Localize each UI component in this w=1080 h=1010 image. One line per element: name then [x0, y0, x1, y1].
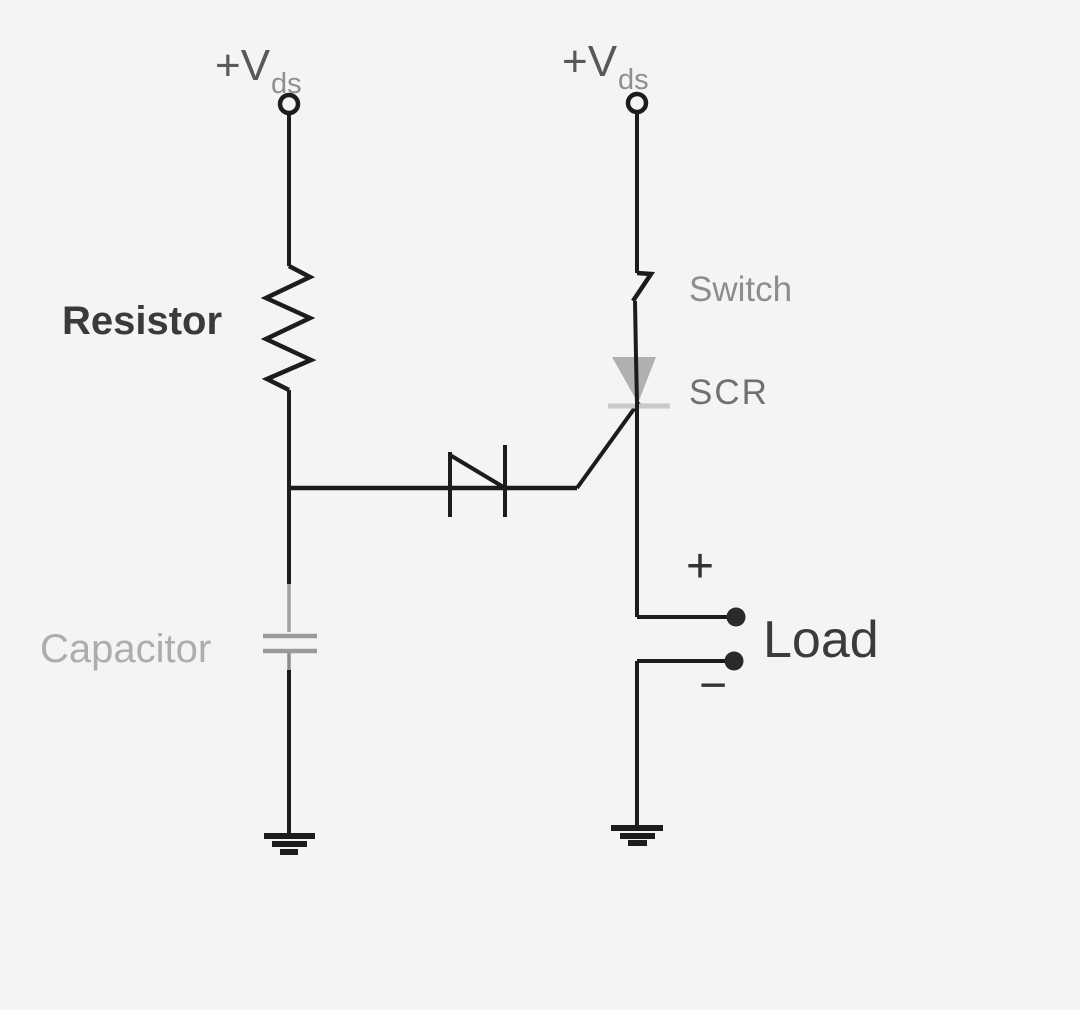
capacitor-label: Capacitor	[40, 627, 212, 671]
wire-right-middle	[633, 300, 639, 617]
supply-voltage-subscript: ds	[271, 68, 302, 100]
supply-voltage-label-left: +Vds	[215, 41, 302, 99]
wire-gate-diagonal	[575, 400, 641, 490]
scr-label: SCR	[689, 373, 769, 412]
scr-symbol	[608, 357, 670, 409]
load-negative-sign: −	[699, 659, 728, 712]
resistor-symbol	[260, 264, 317, 393]
switch-symbol	[631, 270, 656, 303]
trigger-diode-symbol	[448, 445, 507, 517]
supply-terminal-right	[625, 91, 649, 115]
supply-voltage-label-right: +Vds	[562, 37, 649, 95]
supply-voltage-main: +V	[215, 41, 271, 90]
load-label: Load	[763, 611, 879, 669]
supply-voltage-main: +V	[562, 37, 618, 86]
ground-symbol-left	[264, 833, 315, 855]
capacitor-symbol	[263, 633, 317, 654]
ground-symbol-right	[611, 825, 663, 846]
load-positive-sign: +	[686, 540, 715, 593]
load-terminals	[637, 607, 746, 671]
supply-voltage-subscript: ds	[618, 64, 649, 96]
switch-label: Switch	[689, 270, 793, 309]
resistor-label: Resistor	[62, 299, 223, 343]
